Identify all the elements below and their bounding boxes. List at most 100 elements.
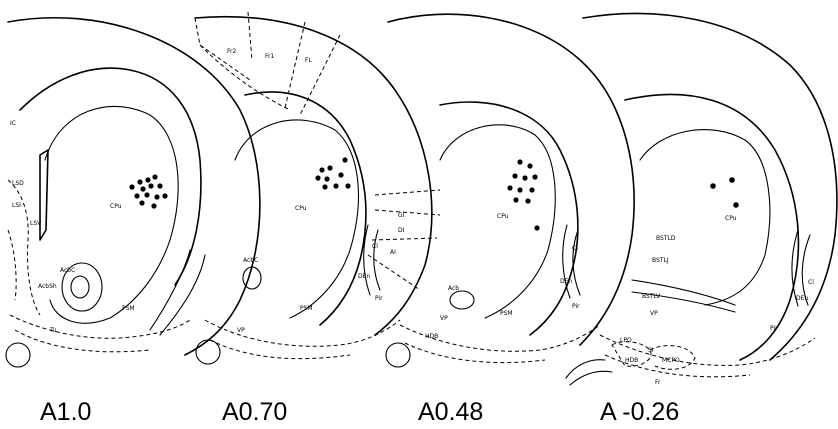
ventral-dashed	[400, 325, 600, 363]
region-label: DI	[398, 227, 405, 234]
site-dot	[327, 165, 332, 170]
region-label: FL	[305, 57, 312, 64]
region-label: DEn	[796, 295, 808, 302]
section-a0-70: Fr2 Fr1 FL CPu GI DI AI Cl DEn Pir AcbC …	[195, 12, 440, 426]
region-label: CPu	[295, 205, 307, 212]
site-dot	[139, 200, 144, 205]
injection-sites	[507, 159, 539, 230]
site-dot	[144, 192, 149, 197]
site-dot	[145, 177, 150, 182]
region-label: VP	[237, 327, 245, 334]
section-level-label: A1.0	[40, 398, 91, 426]
striatum-outline	[640, 130, 770, 305]
cortex-outline	[583, 13, 837, 360]
ventral-dashed	[600, 335, 815, 377]
cortex-outline	[388, 14, 634, 345]
region-label: BSTLV	[642, 293, 661, 300]
site-dot	[152, 174, 157, 179]
region-label: HDB	[625, 357, 638, 364]
region-label: Tu	[49, 327, 57, 334]
region-label: AcbC	[243, 257, 258, 264]
region-label: Fr1	[265, 53, 274, 60]
region-label: BSTLD	[656, 235, 676, 242]
region-label: LSI	[12, 202, 21, 209]
injection-sites	[315, 157, 350, 189]
site-dot	[710, 183, 716, 189]
site-dot	[333, 183, 338, 188]
site-dot	[525, 198, 530, 203]
region-label: CPu	[725, 215, 737, 222]
region-label: AI	[390, 249, 396, 256]
site-dot	[733, 202, 739, 208]
optic-tract-circle	[386, 343, 410, 367]
region-label: DEn	[358, 273, 370, 280]
region-label: BSTLJ	[652, 257, 669, 264]
region-label: PSM	[300, 305, 313, 312]
site-dot	[315, 175, 320, 180]
site-dot	[534, 225, 539, 230]
region-label: LPO	[620, 337, 632, 344]
region-label: PSM	[122, 305, 135, 312]
region-label: Cl	[372, 243, 378, 250]
region-label: VP	[650, 310, 658, 317]
corpus-callosum-outline	[440, 102, 578, 335]
section-a0-48: CPu Cl DEn Pir Acb VP PSM HDB A0.48	[386, 14, 634, 426]
region-label: Cl	[808, 279, 814, 286]
site-dot	[157, 183, 162, 188]
site-dot	[729, 177, 735, 183]
region-label: LSD	[12, 180, 24, 187]
site-dot	[522, 175, 527, 180]
site-dot	[154, 194, 159, 199]
site-dot	[129, 184, 134, 189]
cortical-areas-dashed	[195, 12, 340, 115]
anterior-commissure	[450, 291, 474, 309]
corpus-callosum-outline	[625, 94, 798, 360]
region-label: Acb	[448, 285, 459, 292]
region-label: Fr	[655, 379, 661, 386]
region-label: Pir	[572, 303, 580, 310]
site-dot	[162, 193, 167, 198]
site-dot	[532, 174, 537, 179]
claustrum	[364, 225, 380, 295]
injection-sites	[710, 177, 739, 208]
region-label: SI	[648, 347, 654, 354]
section-level-label: A0.70	[222, 398, 287, 426]
region-label: CPu	[497, 213, 509, 220]
site-dot	[148, 183, 153, 188]
region-label: MCPO	[662, 357, 680, 364]
section-level-label: A -0.26	[600, 398, 679, 426]
injection-sites	[129, 174, 167, 208]
region-label: CPu	[110, 203, 122, 210]
region-label: HDB	[425, 333, 438, 340]
lateral-curve	[150, 250, 205, 335]
site-dot	[324, 176, 329, 181]
site-dot	[342, 157, 347, 162]
site-dot	[140, 186, 145, 191]
section-a-minus-0-26: CPu BSTLD BSTLJ BSTLV VP Cl DEn Pir LPO …	[566, 13, 837, 426]
anterior-commissure-core	[71, 276, 89, 298]
site-dot	[338, 172, 343, 177]
region-label: AcbSh	[38, 283, 57, 290]
ventral-dashed	[205, 320, 400, 359]
region-label: Fr2	[227, 48, 236, 55]
site-dot	[513, 197, 518, 202]
region-label: Cl	[572, 245, 578, 252]
site-dot	[319, 167, 324, 172]
site-dot	[512, 173, 517, 178]
optic-tract-stroke	[566, 360, 612, 385]
site-dot	[322, 184, 327, 189]
section-level-label: A0.48	[418, 398, 483, 426]
region-label: AcbC	[60, 267, 75, 274]
site-dot	[507, 185, 512, 190]
region-label: Pir	[375, 295, 383, 302]
septum-dashed	[8, 180, 40, 315]
section-a1-0: IC LSD LSI LSV CPu AcbC AcbSh Tu PSM A1.…	[6, 18, 260, 426]
site-dot	[529, 187, 534, 192]
site-dot	[137, 179, 142, 184]
ventral-dashed	[10, 315, 190, 352]
region-label: GI	[398, 212, 405, 219]
region-label: LSV	[30, 220, 42, 227]
cortex-outline	[195, 17, 432, 335]
site-dot	[345, 183, 350, 188]
